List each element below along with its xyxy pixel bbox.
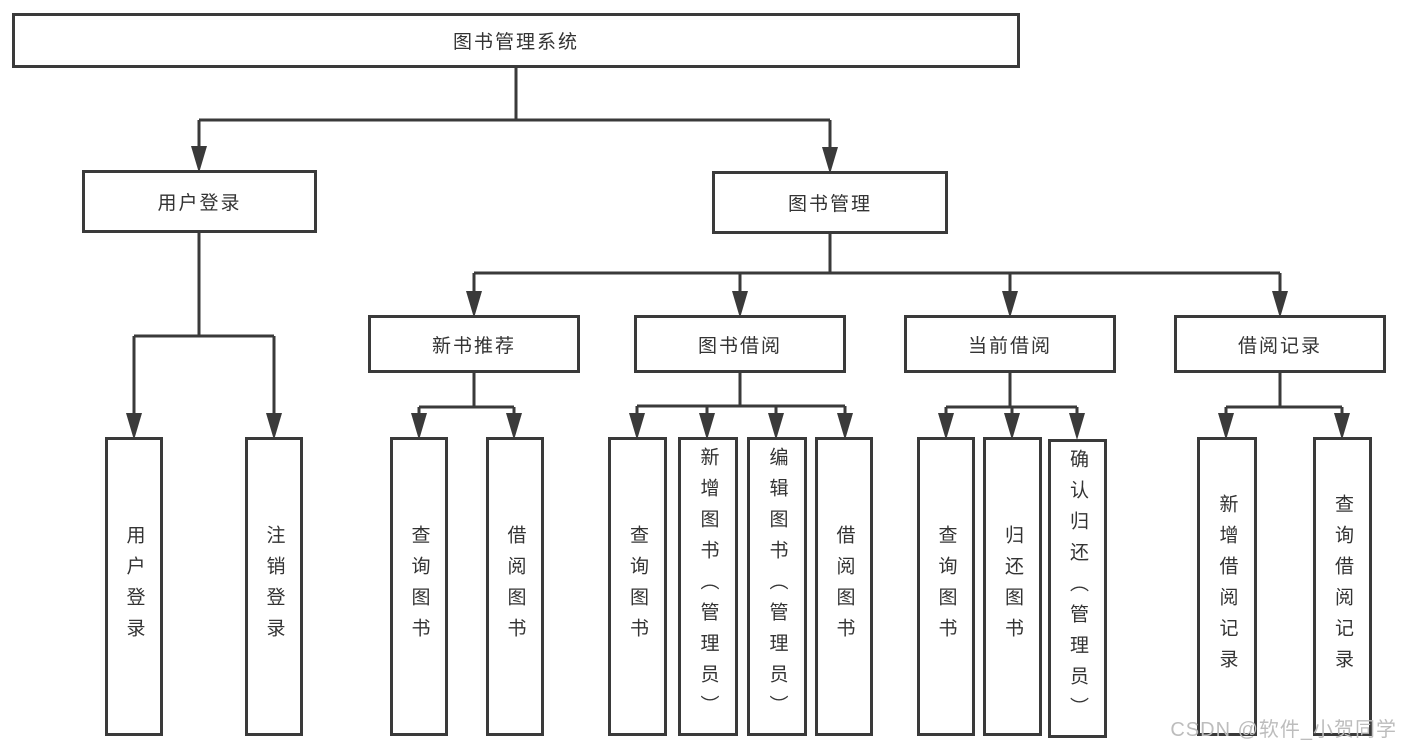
node-confirm-return-admin: 确认归还（管理员） <box>1048 439 1107 738</box>
arrowhead-icons <box>126 146 1350 440</box>
node-label: 新增图书（管理员） <box>697 447 719 726</box>
node-label: 确认归还（管理员） <box>1067 449 1088 728</box>
node-label: 借阅图书 <box>504 524 526 649</box>
node-newbook-query-books: 查询图书 <box>390 437 448 736</box>
connector-lines <box>132 68 1344 427</box>
node-label: 查询图书 <box>408 524 430 649</box>
node-root-system: 图书管理系统 <box>12 13 1020 68</box>
node-book-management-module: 图书管理 <box>712 171 948 234</box>
node-borrow-book: 借阅图书 <box>815 437 873 736</box>
node-current-query-books: 查询图书 <box>917 437 975 736</box>
node-label: 编辑图书（管理员） <box>766 447 788 726</box>
node-logout: 注销登录 <box>245 437 303 736</box>
node-newbook-borrow-books: 借阅图书 <box>486 437 544 736</box>
node-add-book-admin: 新增图书（管理员） <box>678 437 738 736</box>
node-label: 查询借阅记录 <box>1332 493 1353 680</box>
node-borrow-records: 借阅记录 <box>1174 315 1386 373</box>
node-label: 借阅图书 <box>833 524 855 649</box>
node-login: 用户登录 <box>105 437 163 736</box>
node-label: 用户登录 <box>123 524 145 649</box>
node-edit-book-admin: 编辑图书（管理员） <box>747 437 807 736</box>
connector-arrowheads <box>126 146 1350 440</box>
edge-lines <box>132 68 1344 427</box>
node-label: 归还图书 <box>1002 524 1023 649</box>
node-add-borrow-record: 新增借阅记录 <box>1197 437 1257 736</box>
node-label: 查询图书 <box>627 524 648 649</box>
node-current-borrowing: 当前借阅 <box>904 315 1116 373</box>
csdn-watermark: CSDN @软件_小贺同学 <box>1170 719 1397 741</box>
node-book-borrowing: 图书借阅 <box>634 315 846 373</box>
node-label: 查询图书 <box>935 524 957 649</box>
node-new-book-recommend: 新书推荐 <box>368 315 580 373</box>
node-user-login-module: 用户登录 <box>82 170 317 233</box>
node-label: 新增借阅记录 <box>1216 493 1238 680</box>
node-borrowing-query-books: 查询图书 <box>608 437 667 736</box>
node-return-book: 归还图书 <box>983 437 1042 736</box>
node-query-borrow-record: 查询借阅记录 <box>1313 437 1372 736</box>
node-label: 注销登录 <box>263 524 285 649</box>
